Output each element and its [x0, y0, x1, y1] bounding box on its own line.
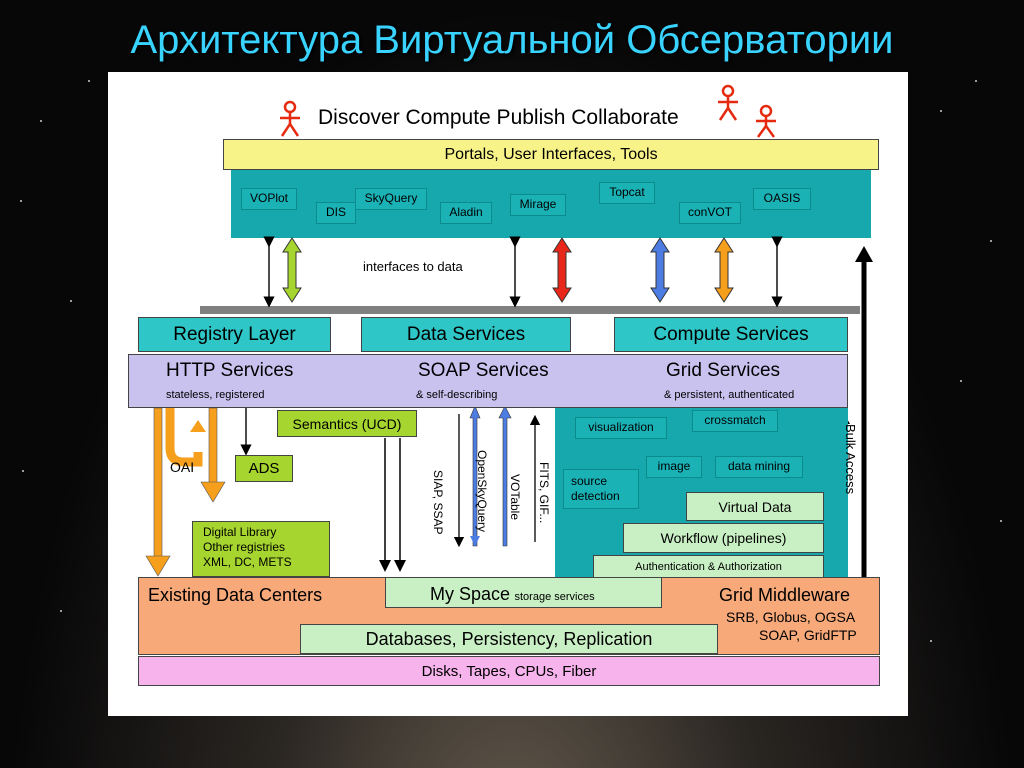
openskyquery-label: OpenSkyQuery: [475, 450, 489, 533]
protocols-band: [128, 354, 848, 408]
bulk-access-label: Bulk Access: [843, 424, 858, 495]
my-space-sub: storage services: [514, 591, 595, 603]
tool-dis: DIS: [316, 202, 356, 224]
ads-box: ADS: [235, 455, 293, 482]
grid-middleware-sub1: SRB, Globus, OGSA: [726, 609, 856, 625]
person-icon: [756, 104, 776, 138]
top-caption: Discover Compute Publish Collaborate: [318, 106, 679, 129]
tool-skyquery: SkyQuery: [355, 188, 427, 210]
workflow-pipelines: Workflow (pipelines): [623, 523, 824, 553]
databases-box: Databases, Persistency, Replication: [300, 624, 718, 654]
grid-services-sub: & persistent, authenticated: [664, 389, 795, 401]
compute-image: image: [646, 456, 702, 478]
registry-layer: Registry Layer: [138, 317, 331, 352]
person-icon: [280, 100, 300, 137]
disks-box: Disks, Tapes, CPUs, Fiber: [138, 656, 880, 686]
grid-services: Grid Services: [666, 360, 781, 381]
compute-crossmatch: crossmatch: [692, 410, 778, 432]
compute-visualization: visualization: [575, 417, 667, 439]
virtual-data: Virtual Data: [686, 492, 824, 521]
siap-ssap-label: SIAP, SSAP: [431, 470, 445, 535]
http-services-sub: stateless, registered: [166, 389, 265, 401]
slide-title: Архитектура Виртуальной Обсерватории: [130, 18, 894, 62]
tool-aladin: Aladin: [440, 202, 492, 224]
fits-gif-label: FITS, GIF...: [537, 462, 551, 524]
digital-library-line: Digital Library: [203, 525, 277, 539]
compute-data-mining: data mining: [715, 456, 803, 478]
tool-mirage: Mirage: [510, 194, 566, 216]
grid-middleware: Grid Middleware: [719, 585, 851, 605]
soap-services: SOAP Services: [418, 360, 549, 381]
soap-services-sub: & self-describing: [416, 389, 498, 401]
oai-label: OAI: [170, 459, 195, 475]
tool-voplot: VOPlot: [241, 188, 297, 210]
tool-convot: conVOT: [679, 202, 741, 224]
my-space-label: My Space: [430, 584, 511, 604]
portals-bar: Portals, User Interfaces, Tools: [223, 139, 879, 170]
authentication-authorization: Authentication & Authorization: [593, 555, 824, 578]
compute-services: Compute Services: [614, 317, 848, 352]
tool-topcat: Topcat: [599, 182, 655, 204]
existing-data-centers: Existing Data Centers: [148, 585, 323, 605]
person-icon: [718, 84, 738, 121]
grid-middleware-sub2: SOAP, GridFTP: [759, 627, 857, 643]
data-services: Data Services: [361, 317, 571, 352]
digital-library-line: Other registries: [203, 540, 286, 554]
interfaces-label: interfaces to data: [363, 259, 463, 274]
tool-oasis: OASIS: [753, 188, 811, 210]
architecture-diagram: Discover Compute Publish Collaborate Por…: [108, 72, 908, 716]
compute-source-detection: source detection: [563, 469, 639, 509]
digital-library-box: Digital Library Other registries XML, DC…: [192, 521, 330, 577]
votable-label: VOTable: [508, 474, 522, 521]
digital-library-line: XML, DC, METS: [203, 555, 292, 569]
semantics-ucd: Semantics (UCD): [277, 410, 417, 437]
my-space-box: My Space storage services: [385, 577, 662, 608]
http-services: HTTP Services: [166, 360, 294, 381]
